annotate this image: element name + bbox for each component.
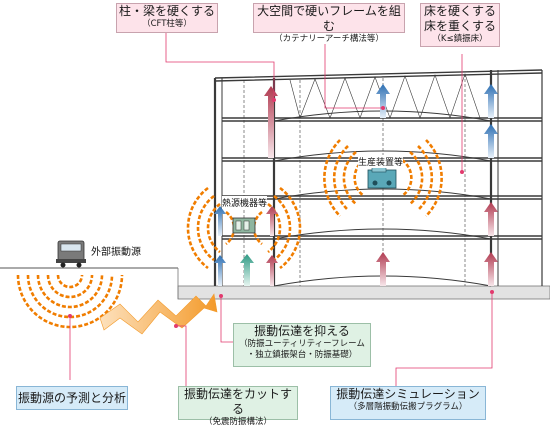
callout-rigid-frame: 大空間で硬いフレームを組む （カテナリーアーチ構法等） [253,3,405,44]
leader-lines [69,28,493,400]
callout-simulation-title: 振動伝達シミュレーション [336,387,480,401]
callout-suppress-title: 振動伝達を抑える [254,324,350,338]
column-arrows [214,84,498,286]
production-equipment-waves [323,139,443,217]
label-production-equipment: 生産装置等 [358,155,404,168]
callout-cut-title: 振動伝達をカットする [183,387,292,416]
truck-icon [56,240,86,268]
label-heat-equipment: 熱源機器等 [222,196,268,209]
callout-suppress-transmission: 振動伝達を抑える （防振ユーティリティーフレーム ・独立鎮振架台・防振基礎） [233,323,371,367]
callout-cut-sub: （免震防振構法） [203,417,272,427]
callout-rigid-frame-title: 大空間で硬いフレームを組む [257,4,401,33]
callout-simulation: 振動伝達シミュレーション （多層階振動伝搬プラグラム） [330,386,486,420]
leader-dots [68,98,494,328]
callout-cut-transmission: 振動伝達をカットする （免震防振構法） [178,386,298,427]
callout-stiffen-floor-title1: 床を硬くする [423,4,496,18]
callout-stiffen-floor: 床を硬くする 床を重くする （K≤鎮振床） [420,3,500,47]
callout-stiffen-floor-title2: 床を重くする [423,19,496,33]
callout-suppress-sub2: ・独立鎮振架台・防振基礎） [246,350,358,360]
callout-simulation-sub: （多層階振動伝搬プラグラム） [348,402,468,412]
callout-stiffen-columns-title: 柱・梁を硬くする [118,4,215,18]
heat-equipment [232,217,256,234]
callout-source-prediction-title: 振動源の予測と分析 [17,391,126,405]
callout-rigid-frame-sub: （カテナリーアーチ構法等） [274,34,384,44]
label-external-source: 外部振動源 [91,247,141,258]
callout-stiffen-columns: 柱・梁を硬くする （CFT柱等） [116,3,218,33]
production-equipment [367,165,397,189]
ground [0,267,550,300]
callout-stiffen-columns-sub: （CFT柱等） [142,19,192,29]
propagation-zigzag-arrow [99,293,218,335]
callout-stiffen-floor-sub: （K≤鎮振床） [432,34,488,44]
callout-suppress-sub1: （防振ユーティリティーフレーム [239,339,365,349]
callout-source-prediction: 振動源の予測と分析 [16,386,128,410]
